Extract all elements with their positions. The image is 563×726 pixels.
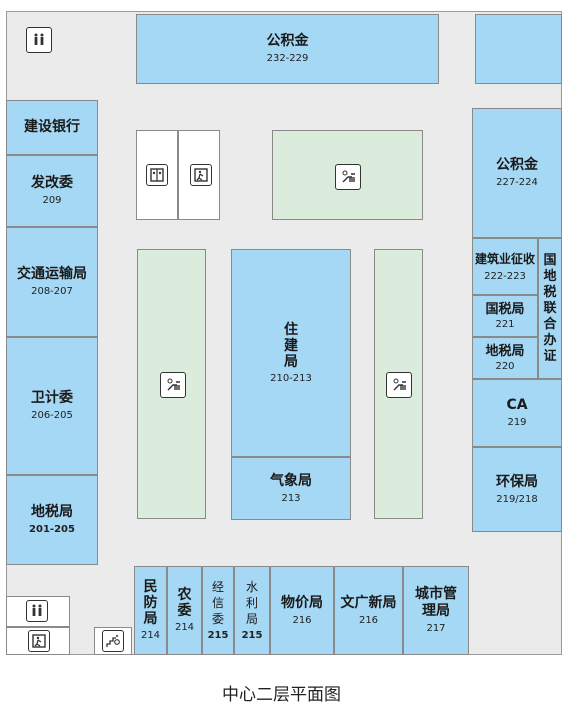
wheelchair-stairs-icon xyxy=(102,630,124,652)
room-local-tax-right: 地税局 220 xyxy=(472,337,538,379)
room-number: 217 xyxy=(426,623,446,634)
room-name: 建设银行 xyxy=(24,119,80,135)
room-name: 地税局 xyxy=(31,504,73,520)
room-health: 卫计委 206-205 xyxy=(6,337,98,475)
room-top-right xyxy=(475,14,562,84)
room-name: CA xyxy=(506,397,528,413)
map-caption: 中心二层平面图 xyxy=(222,685,341,705)
room-name: 卫计委 xyxy=(31,390,73,406)
room-number: 219/218 xyxy=(496,493,538,505)
room-number: 201-205 xyxy=(29,524,75,535)
waiting-seats-icon xyxy=(160,372,186,398)
room-number: 227-224 xyxy=(496,177,538,188)
room-agriculture: 农委 214 xyxy=(167,566,202,655)
room-meteorology: 气象局 213 xyxy=(231,457,351,520)
elevator-icon xyxy=(146,164,168,186)
room-name: 经信委 xyxy=(211,580,224,626)
room-urban-management: 城市管理局 217 xyxy=(403,566,469,655)
room-number: 216 xyxy=(292,614,312,626)
room-number: 222-223 xyxy=(484,270,526,282)
room-ccb: 建设银行 xyxy=(6,100,98,155)
room-culture-media: 文广新局 216 xyxy=(334,566,403,655)
room-prices: 物价局 216 xyxy=(270,566,334,655)
room-number: 206-205 xyxy=(31,410,73,421)
room-number: 214 xyxy=(140,630,161,641)
room-housing-construction: 住建局 210-213 xyxy=(231,249,351,457)
room-number: 214 xyxy=(174,622,195,633)
room-construction-levy: 建筑业征收 222-223 xyxy=(472,238,538,295)
room-number: 220 xyxy=(495,361,515,372)
restroom-icon xyxy=(26,27,52,53)
room-number: 215 xyxy=(241,630,263,641)
room-number: 216 xyxy=(358,614,379,626)
room-name: 公积金 xyxy=(266,33,309,49)
waiting-seats-icon xyxy=(386,372,412,398)
room-joint-tax-office: 国地税联合办证 xyxy=(538,238,562,379)
stairs-exit-icon xyxy=(28,630,50,652)
room-number: 213 xyxy=(281,492,301,504)
room-number: 215 xyxy=(207,630,229,641)
room-name: 文广新局 xyxy=(340,594,397,611)
room-local-tax-left: 地税局 201-205 xyxy=(6,475,98,565)
room-name: 国税局 xyxy=(485,302,525,317)
room-water: 水利局 215 xyxy=(234,566,270,655)
room-economy-info: 经信委 215 xyxy=(202,566,234,655)
room-ndrc: 发改委 209 xyxy=(6,155,98,227)
room-name: 气象局 xyxy=(270,472,312,489)
stairs-exit-icon xyxy=(190,164,212,186)
room-housing-fund-right: 公积金 227-224 xyxy=(472,108,562,238)
room-number: 221 xyxy=(495,319,515,330)
restroom-icon xyxy=(26,600,48,622)
room-name: 公积金 xyxy=(496,157,538,173)
room-name: 发改委 xyxy=(31,175,73,191)
room-ca: CA 219 xyxy=(472,379,562,447)
room-name: 建筑业征收 xyxy=(474,251,535,266)
room-name: 地税局 xyxy=(485,344,525,359)
room-name: 城市管理局 xyxy=(415,586,457,619)
room-number: 219 xyxy=(507,417,527,428)
room-national-tax: 国税局 221 xyxy=(472,295,538,337)
room-environment: 环保局 219/218 xyxy=(472,447,562,532)
room-number: 208-207 xyxy=(31,286,73,297)
room-name: 物价局 xyxy=(281,594,323,611)
room-number: 210-213 xyxy=(270,372,312,384)
waiting-seats-icon xyxy=(335,164,361,190)
room-civil-defense: 民防局 214 xyxy=(134,566,167,655)
room-name: 住建局 xyxy=(284,321,298,370)
room-transport: 交通运输局 208-207 xyxy=(6,227,98,337)
room-number: 209 xyxy=(42,195,62,206)
room-name: 农委 xyxy=(177,587,192,619)
room-number: 232-229 xyxy=(266,53,309,64)
room-name: 环保局 xyxy=(496,473,538,490)
room-name: 交通运输局 xyxy=(17,266,87,282)
room-name: 民防局 xyxy=(143,579,158,627)
room-name: 水利局 xyxy=(245,580,258,626)
room-name: 国地税联合办证 xyxy=(543,252,557,364)
room-housing-fund-top: 公积金 232-229 xyxy=(136,14,439,84)
